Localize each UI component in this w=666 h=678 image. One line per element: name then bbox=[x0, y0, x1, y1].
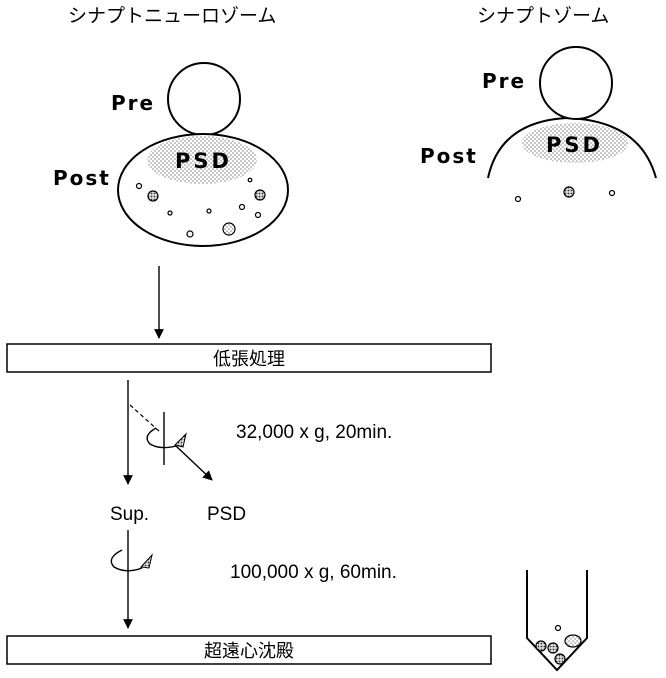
label-psd-left: PSD bbox=[175, 149, 232, 173]
arrow-to-psd bbox=[176, 446, 212, 480]
condition-spin2: 100,000 x g, 60min. bbox=[230, 562, 397, 583]
label-post-left: Post bbox=[53, 166, 111, 190]
vesicle bbox=[207, 209, 211, 213]
vesicle bbox=[187, 231, 193, 237]
vesicle bbox=[255, 190, 265, 200]
label-pre-left: Pre bbox=[111, 91, 155, 115]
vesicle bbox=[610, 191, 615, 196]
centrifuge-tube-icon bbox=[527, 570, 587, 670]
step-ultracentrifugation-label: 超遠心沈殿 bbox=[204, 641, 294, 662]
vesicle bbox=[148, 191, 158, 201]
presynaptic-terminal-right bbox=[540, 47, 612, 119]
vesicle bbox=[223, 223, 235, 235]
step-hypotonic-label: 低張処理 bbox=[213, 349, 285, 370]
vesicle bbox=[564, 187, 574, 197]
vesicle bbox=[516, 197, 521, 202]
vesicle bbox=[240, 205, 245, 210]
vesicle bbox=[248, 178, 252, 182]
vesicle bbox=[137, 184, 142, 189]
presynaptic-terminal bbox=[168, 63, 240, 135]
condition-spin1: 32,000 x g, 20min. bbox=[236, 422, 392, 443]
fraction-psd: PSD bbox=[207, 504, 246, 525]
label-pre-right: Pre bbox=[482, 69, 526, 93]
title-synaptosome: シナプトゾーム bbox=[477, 5, 609, 27]
title-synaptoneurosome: シナプトニューロゾーム bbox=[68, 5, 276, 27]
label-psd-right: PSD bbox=[546, 133, 603, 157]
vesicle bbox=[256, 213, 261, 218]
centrifuge-rotation-icon bbox=[111, 550, 152, 571]
fraction-sup: Sup. bbox=[110, 504, 149, 525]
vesicle bbox=[168, 211, 172, 215]
synaptosome-figure: Pre PSD Post bbox=[420, 47, 656, 202]
synaptoneurosome-figure: Pre PSD Post bbox=[53, 63, 288, 246]
label-post-right: Post bbox=[420, 144, 478, 168]
centrifuge-rotation-icon bbox=[147, 412, 186, 465]
